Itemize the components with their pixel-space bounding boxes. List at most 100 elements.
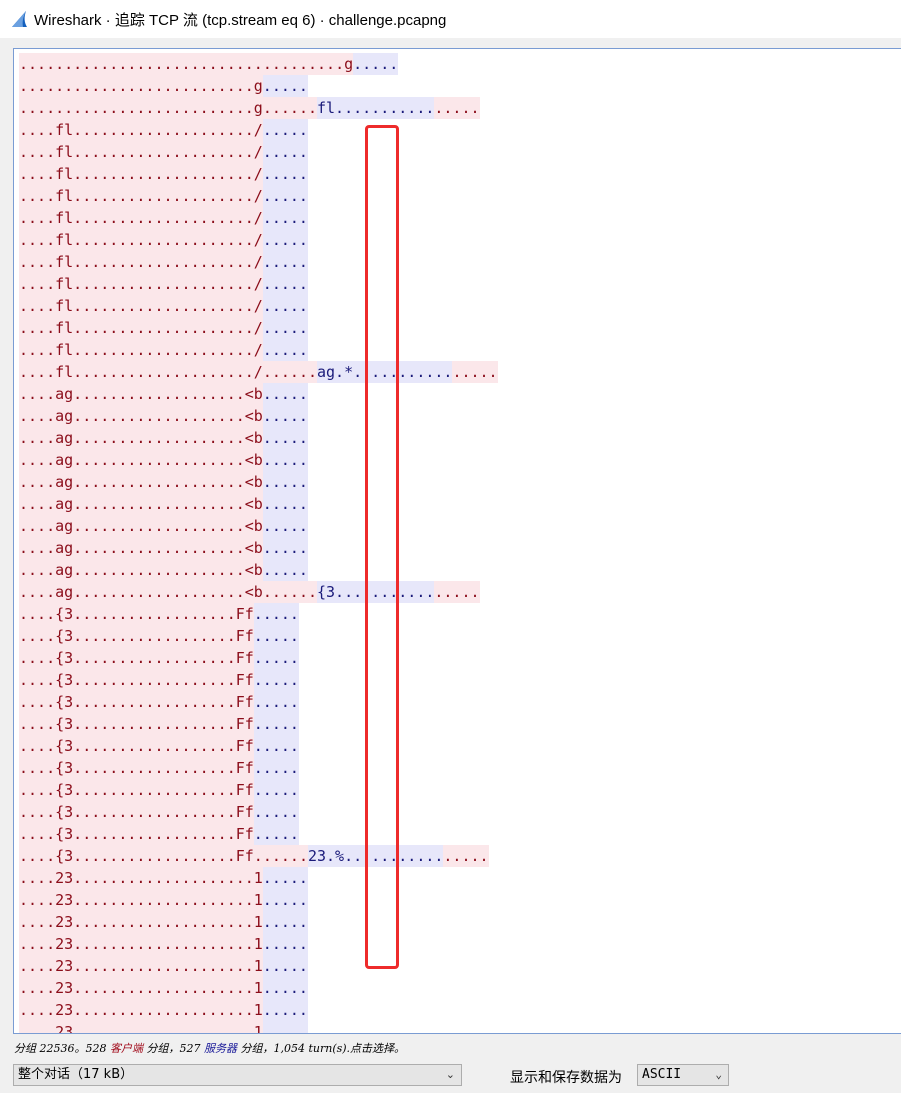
server-segment: ..... [262, 911, 308, 933]
server-segment: fl........... [316, 97, 435, 119]
client-segment: ....{3..................Ff [19, 603, 254, 625]
client-segment: ..... [443, 845, 489, 867]
client-segment: ....fl..................../ [19, 119, 263, 141]
server-segment: ..... [262, 273, 308, 295]
show-save-label: 显示和保存数据为 [510, 1070, 622, 1086]
server-segment: ..... [262, 889, 308, 911]
server-segment: ..... [262, 295, 308, 317]
client-segment: ....23....................1 [19, 999, 263, 1021]
server-segment: {3........... [316, 581, 435, 603]
status-suffix: 分组，1,054 turn(s).点击选择。 [236, 1042, 406, 1055]
client-segment: ....{3..................Ff [19, 823, 254, 845]
client-segment: ....23....................1 [19, 1021, 263, 1033]
server-segment: ..... [262, 537, 308, 559]
conversation-select[interactable]: 整个对话（17 kB） ⌄ [13, 1064, 462, 1086]
client-segment: ....fl..................../...... [19, 361, 317, 383]
status-client-link[interactable]: 客户端 [109, 1042, 143, 1055]
client-segment: ....fl..................../ [19, 163, 263, 185]
format-select[interactable]: ASCII ⌄ [637, 1064, 729, 1086]
client-segment: ....fl..................../ [19, 207, 263, 229]
server-segment: ..... [262, 119, 308, 141]
client-segment: ....fl..................../ [19, 229, 263, 251]
client-segment: ..... [434, 581, 480, 603]
client-segment: ....{3..................Ff [19, 625, 254, 647]
server-segment: ..... [262, 207, 308, 229]
server-segment: ..... [253, 735, 299, 757]
client-segment: ....ag...................<b [19, 383, 263, 405]
client-segment: ....{3..................Ff [19, 691, 254, 713]
client-segment: ....ag...................<b [19, 427, 263, 449]
server-segment: ..... [262, 1021, 308, 1033]
client-segment: ....ag...................<b [19, 515, 263, 537]
server-segment: ..... [262, 493, 308, 515]
client-segment: ....fl..................../ [19, 141, 263, 163]
format-select-value: ASCII [642, 1067, 682, 1082]
client-segment: ....................................g [19, 53, 354, 75]
server-segment: ..... [262, 229, 308, 251]
server-segment: ..... [253, 625, 299, 647]
server-segment: ..... [262, 427, 308, 449]
client-segment: ....23....................1 [19, 977, 263, 999]
client-segment: ....23....................1 [19, 955, 263, 977]
client-segment: ....{3..................Ff [19, 647, 254, 669]
server-segment: ..... [262, 141, 308, 163]
server-segment: ..... [253, 779, 299, 801]
client-segment: ..........................g [19, 75, 263, 97]
client-segment: ....fl..................../ [19, 339, 263, 361]
client-segment: ....ag...................<b [19, 449, 263, 471]
server-segment: ..... [253, 823, 299, 845]
status-server-link[interactable]: 服务器 [203, 1042, 237, 1055]
client-segment: ....{3..................Ff [19, 713, 254, 735]
server-segment: 23.%........... [307, 845, 444, 867]
highlight-box [365, 125, 399, 969]
client-segment: ..........................g...... [19, 97, 317, 119]
client-segment: ....{3..................Ff [19, 735, 254, 757]
server-segment: ..... [262, 955, 308, 977]
server-segment: ..... [253, 691, 299, 713]
stream-status-text[interactable]: 分组 22536。528 客户端 分组，527 服务器 分组，1,054 tur… [14, 1040, 405, 1056]
client-segment: ....{3..................Ff [19, 669, 254, 691]
server-segment: ag.*........... [316, 361, 453, 383]
client-segment: ....{3..................Ff...... [19, 845, 308, 867]
wireshark-fin-icon [12, 11, 27, 27]
server-segment: ..... [253, 647, 299, 669]
client-segment: ....23....................1 [19, 911, 263, 933]
title-bar: Wireshark · 追踪 TCP 流 (tcp.stream eq 6) ·… [0, 0, 901, 38]
server-segment: ..... [262, 471, 308, 493]
client-segment: ....23....................1 [19, 889, 263, 911]
window-title: Wireshark · 追踪 TCP 流 (tcp.stream eq 6) ·… [34, 11, 447, 29]
client-segment: ....fl..................../ [19, 251, 263, 273]
server-segment: ..... [262, 559, 308, 581]
client-segment: ....{3..................Ff [19, 779, 254, 801]
client-segment: ....ag...................<b [19, 559, 263, 581]
status-prefix: 分组 22536。528 [14, 1042, 110, 1055]
server-segment: ..... [262, 405, 308, 427]
status-middle: 分组，527 [142, 1042, 204, 1055]
client-segment: ....{3..................Ff [19, 801, 254, 823]
server-segment: ..... [262, 75, 308, 97]
client-segment: ..... [452, 361, 498, 383]
conversation-select-value: 整个对话（17 kB） [18, 1067, 134, 1082]
client-segment: ....fl..................../ [19, 317, 263, 339]
server-segment: ..... [253, 801, 299, 823]
client-segment: ....ag...................<b [19, 537, 263, 559]
client-segment: ....ag...................<b [19, 405, 263, 427]
server-segment: ..... [262, 383, 308, 405]
client-segment: ....fl..................../ [19, 295, 263, 317]
server-segment: ..... [253, 669, 299, 691]
server-segment: ..... [262, 999, 308, 1021]
server-segment: ..... [262, 977, 308, 999]
client-segment: ....ag...................<b...... [19, 581, 317, 603]
server-segment: ..... [262, 515, 308, 537]
stream-content-pane[interactable]: ....................................g...… [13, 48, 901, 1034]
chevron-down-icon: ⌄ [715, 1068, 722, 1081]
server-segment: ..... [353, 53, 399, 75]
server-segment: ..... [262, 867, 308, 889]
server-segment: ..... [262, 317, 308, 339]
server-segment: ..... [262, 163, 308, 185]
server-segment: ..... [253, 757, 299, 779]
server-segment: ..... [262, 251, 308, 273]
client-segment: ....fl..................../ [19, 273, 263, 295]
server-segment: ..... [262, 185, 308, 207]
client-segment: ....ag...................<b [19, 493, 263, 515]
